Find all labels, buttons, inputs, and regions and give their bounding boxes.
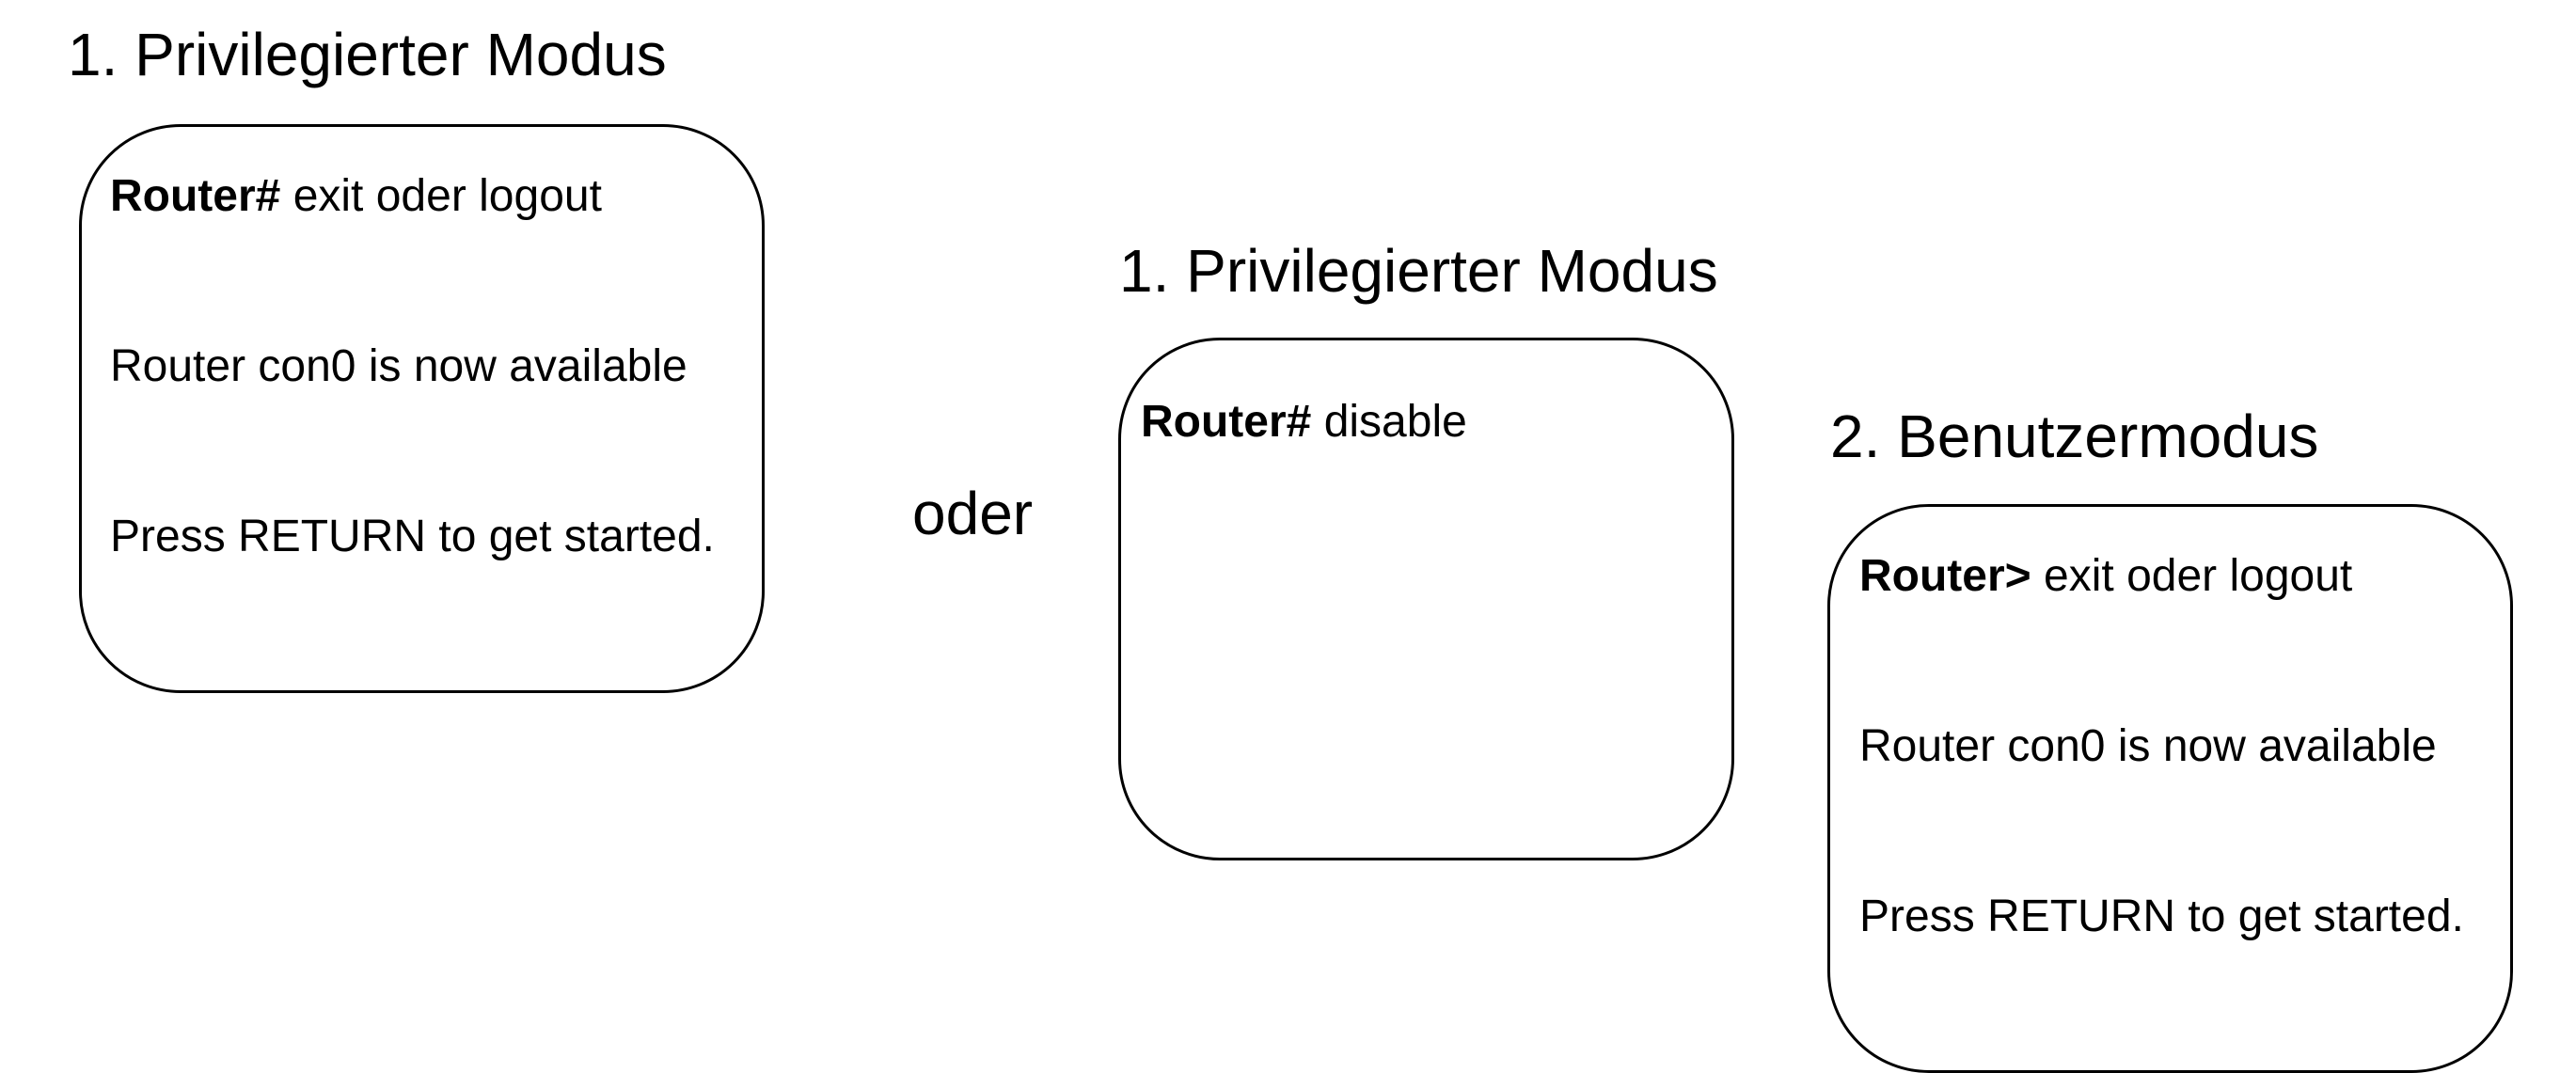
console-line-press-return: Press RETURN to get started.: [1859, 892, 2464, 941]
command-text: exit oder logout: [2031, 551, 2353, 601]
console-line-exit-command: Router# exit oder logout: [110, 174, 602, 219]
command-text: disable: [1311, 397, 1467, 447]
command-text: exit oder logout: [280, 171, 602, 221]
privileged-prompt: Router#: [110, 171, 281, 221]
privileged-prompt: Router#: [1141, 397, 1312, 447]
privileged-mode-console-box-middle: Router# disable: [1118, 338, 1734, 860]
privileged-mode-title-middle: 1. Privilegierter Modus: [1119, 237, 1718, 305]
user-mode-title: 2. Benutzermodus: [1830, 402, 2319, 470]
console-line-exit-command: Router> exit oder logout: [1859, 554, 2352, 599]
or-separator-label: oder: [912, 480, 1034, 547]
console-line-disable-command: Router# disable: [1141, 400, 1467, 445]
privileged-mode-title-left: 1. Privilegierter Modus: [68, 21, 667, 88]
user-prompt: Router>: [1859, 551, 2031, 601]
user-mode-console-box: Router> exit oder logout Router con0 is …: [1827, 504, 2513, 1073]
console-line-available: Router con0 is now available: [110, 341, 687, 391]
console-line-available: Router con0 is now available: [1859, 721, 2437, 771]
privileged-mode-console-box-left: Router# exit oder logout Router con0 is …: [79, 124, 765, 693]
console-line-press-return: Press RETURN to get started.: [110, 512, 715, 561]
